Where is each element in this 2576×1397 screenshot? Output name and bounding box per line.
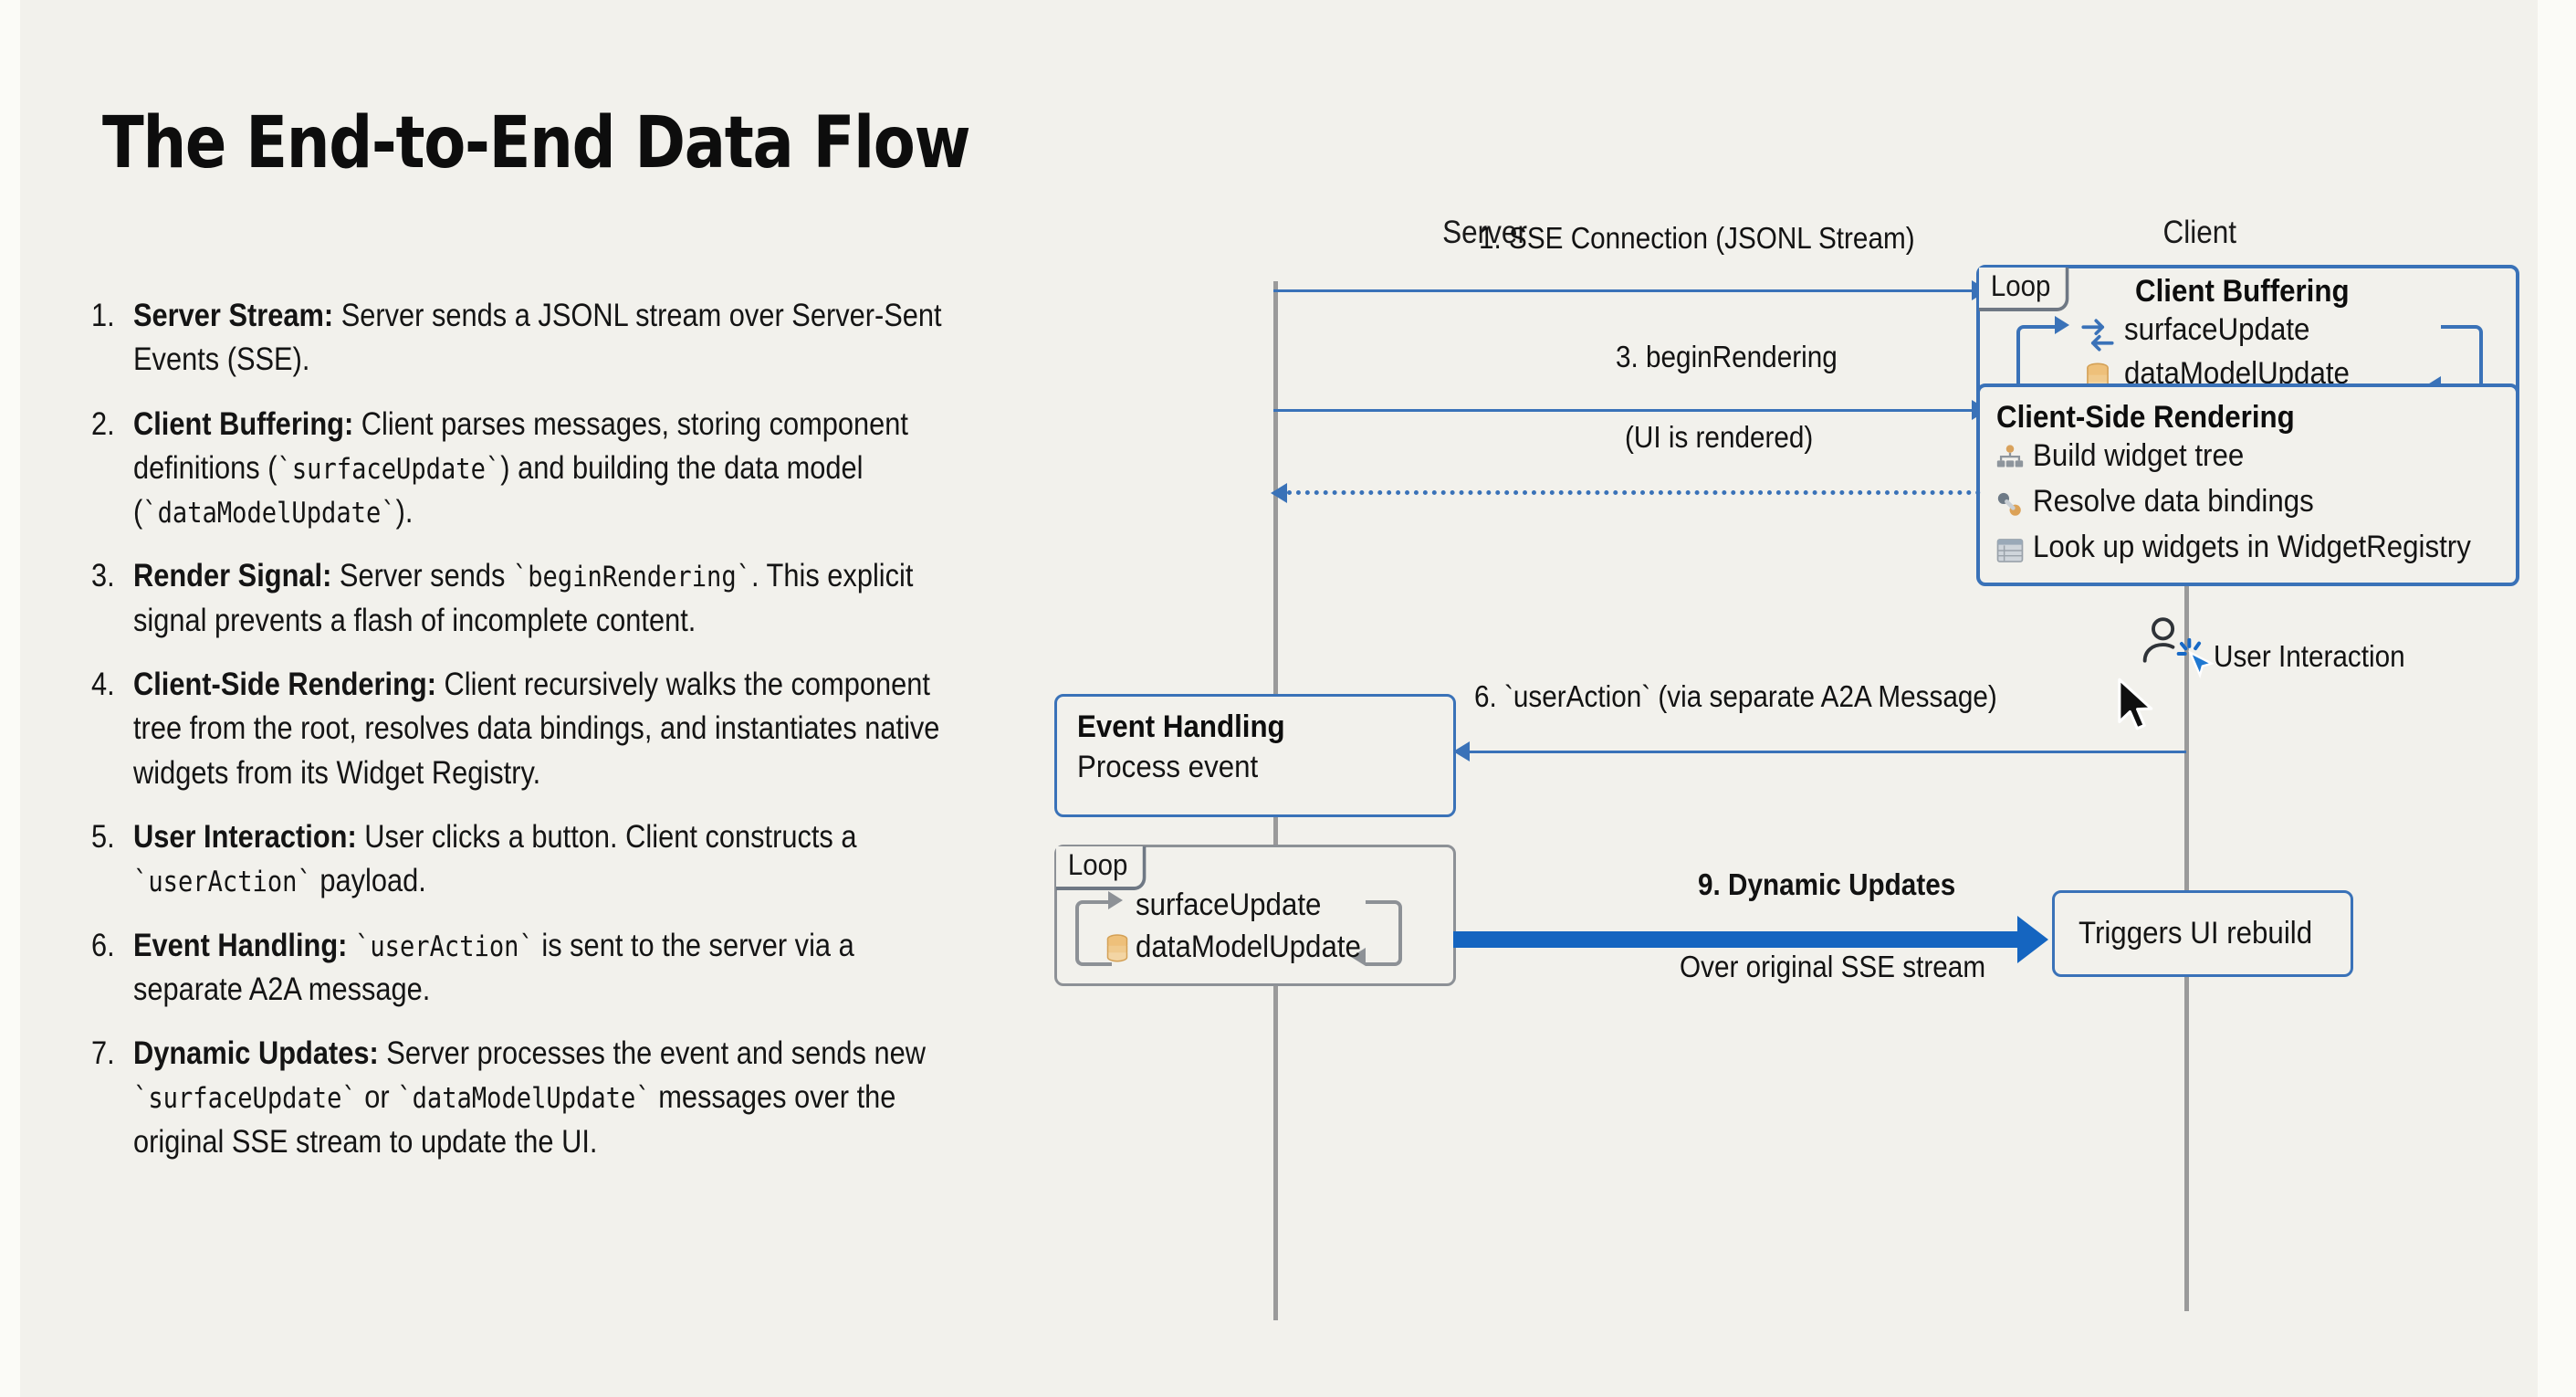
server-loop-bracket-right-tip <box>1351 948 1366 966</box>
arrow-user-action <box>1470 751 2186 753</box>
step-text: User Interaction: User clicks a button. … <box>133 815 948 904</box>
message-label-begin-rendering: 3. beginRendering <box>1616 340 1838 373</box>
step-text: Render Signal: Server sends `beginRender… <box>133 554 948 643</box>
client-rendering-item-build: Build widget tree <box>2033 438 2245 473</box>
event-handling-box: Event Handling Process event <box>1054 694 1456 817</box>
step-label: Client Buffering: <box>133 405 354 442</box>
message-label-dynamic-updates: 9. Dynamic Updates <box>1698 867 1956 901</box>
database-icon <box>1106 934 1128 962</box>
loop-tab-client: Loop <box>1979 268 2069 311</box>
step-text: Event Handling: `userAction` is sent to … <box>133 924 948 1013</box>
server-loop-bracket-left <box>1075 900 1112 966</box>
user-interaction-label: User Interaction <box>2214 639 2405 673</box>
arrowhead-ui-rendered <box>1271 483 1287 503</box>
step-desc: Client recursively walks the component t… <box>133 667 940 791</box>
step-label: Dynamic Updates: <box>133 1035 379 1072</box>
step-number: 7. <box>91 1035 115 1072</box>
ui-rebuild-box: Triggers UI rebuild <box>2052 890 2353 977</box>
lane-label-server: Server <box>1442 215 1527 250</box>
arrow-sse-connection <box>1273 289 1981 292</box>
lifeline-client <box>2184 281 2189 1311</box>
swap-arrows-icon <box>2081 319 2114 352</box>
loop-bracket-left-tip <box>2055 316 2069 334</box>
steps-list: 1. Server Stream: Server sends a JSONL s… <box>91 294 1059 1184</box>
client-buffering-item-surface: surfaceUpdate <box>2124 312 2310 347</box>
step-number: 3. <box>91 558 115 594</box>
step-label: User Interaction: <box>133 818 357 855</box>
list-item: 3. Render Signal: Server sends `beginRen… <box>91 554 1059 643</box>
arrowhead-user-action <box>1453 741 1470 762</box>
server-loop-item-datamodel: dataModelUpdate <box>1136 930 1361 964</box>
step-text: Client Buffering: Client parses messages… <box>133 403 948 535</box>
list-item: 5. User Interaction: User clicks a butto… <box>91 815 1059 904</box>
list-item: 6. Event Handling: `userAction` is sent … <box>91 924 1059 1013</box>
event-handling-subtitle: Process event <box>1077 750 1259 784</box>
server-loop-item-surface: surfaceUpdate <box>1136 888 1322 922</box>
step-label: Render Signal: <box>133 558 332 594</box>
step-number: 4. <box>91 667 115 703</box>
link-icon <box>1997 492 2021 516</box>
arrow-dynamic-updates <box>1453 931 2024 948</box>
client-rendering-box: Client-Side Rendering Build widget tree … <box>1976 383 2519 586</box>
page-title: The End-to-End Data Flow <box>102 102 971 184</box>
message-label-dynamic-updates-sub: Over original SSE stream <box>1680 950 1986 983</box>
event-handling-title: Event Handling <box>1077 709 1285 744</box>
step-desc: Server sends a JSONL stream over Server-… <box>133 298 942 378</box>
step-number: 1. <box>91 298 115 333</box>
step-text: Client-Side Rendering: Client recursivel… <box>133 663 948 795</box>
step-number: 2. <box>91 405 115 442</box>
sequence-diagram: Server Client 1. SSE Connection (JSONL S… <box>1054 215 2519 1370</box>
step-text: Server Stream: Server sends a JSONL stre… <box>133 294 948 383</box>
list-item: 2. Client Buffering: Client parses messa… <box>91 403 1059 535</box>
client-rendering-item-resolve: Resolve data bindings <box>2033 484 2314 519</box>
list-item: 7. Dynamic Updates: Server processes the… <box>91 1032 1059 1164</box>
message-label-sse: 1. SSE Connection (JSONL Stream) <box>1479 221 1915 255</box>
client-buffering-title: Client Buffering <box>2135 274 2350 309</box>
step-label: Client-Side Rendering: <box>133 667 436 703</box>
step-text: Dynamic Updates: Server processes the ev… <box>133 1032 948 1164</box>
list-item: 4. Client-Side Rendering: Client recursi… <box>91 663 1059 795</box>
step-desc: Client parses messages, storing componen… <box>133 405 908 530</box>
arrowhead-dynamic-updates <box>2017 916 2048 963</box>
step-desc: User clicks a button. Client constructs … <box>133 818 857 899</box>
step-label: Server Stream: <box>133 298 334 333</box>
step-desc: Server sends `beginRendering`. This expl… <box>133 558 914 638</box>
server-loop-bracket-right <box>1366 900 1402 966</box>
arrow-ui-rendered <box>1287 490 1981 495</box>
step-number: 6. <box>91 927 115 963</box>
server-loop-box: Loop surfaceUpdate dataModelUpdate <box>1054 845 1456 986</box>
list-item: 1. Server Stream: Server sends a JSONL s… <box>91 294 1059 383</box>
step-desc: `userAction` is sent to the server via a… <box>133 927 854 1007</box>
server-loop-bracket-left-tip <box>1108 891 1123 909</box>
message-label-ui-rendered: (UI is rendered) <box>1625 420 1814 454</box>
step-label: Event Handling: <box>133 927 348 963</box>
client-rendering-title: Client-Side Rendering <box>1996 400 2295 435</box>
loop-tab-server: Loop <box>1056 846 1147 890</box>
registry-table-icon <box>1996 539 2024 562</box>
step-number: 5. <box>91 818 115 855</box>
message-label-user-action: 6. `userAction` (via separate A2A Messag… <box>1474 679 1997 713</box>
arrow-begin-rendering <box>1273 409 1981 412</box>
lane-label-client: Client <box>2162 215 2237 250</box>
client-rendering-item-lookup: Look up widgets in WidgetRegistry <box>2033 530 2471 564</box>
step-desc: Server processes the event and sends new… <box>133 1035 926 1160</box>
ui-rebuild-label: Triggers UI rebuild <box>2079 916 2313 951</box>
user-icon <box>2142 617 2175 663</box>
org-chart-icon <box>1996 445 2024 467</box>
